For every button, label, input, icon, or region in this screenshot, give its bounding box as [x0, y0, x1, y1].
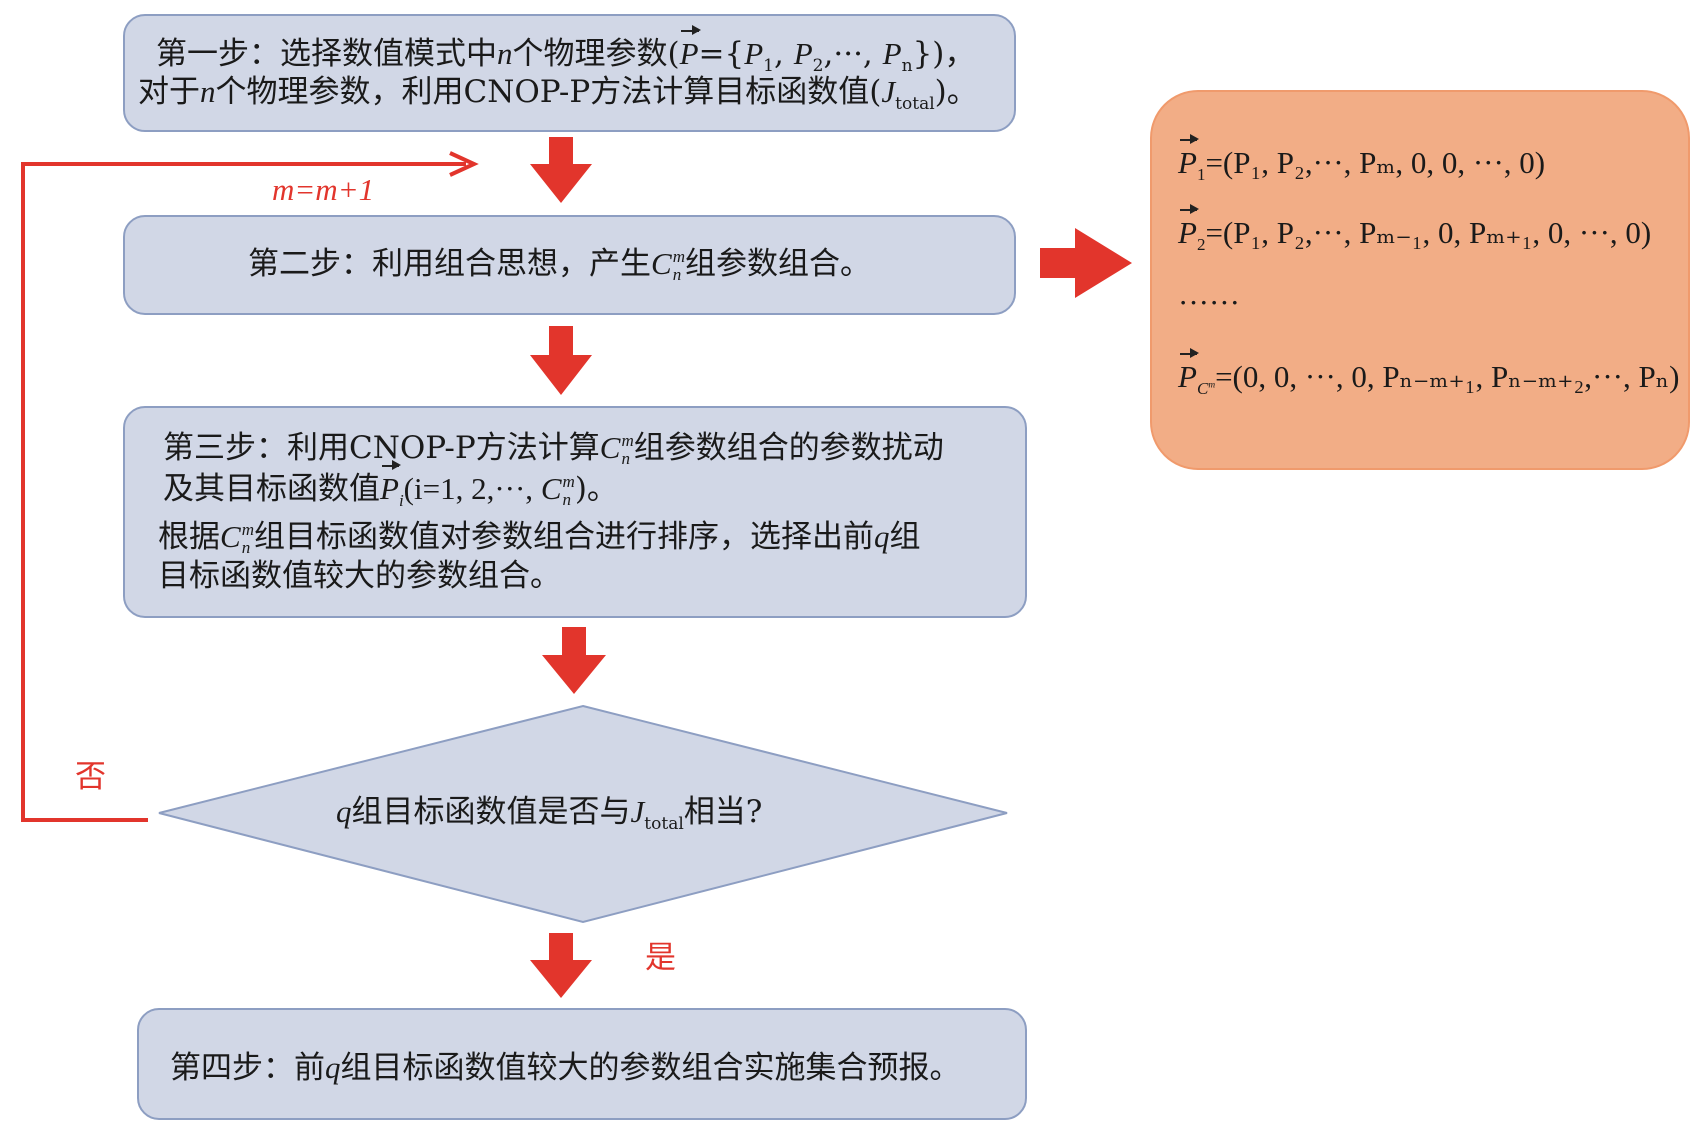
- no-label: 否: [75, 759, 106, 795]
- decision-diamond: [158, 704, 1008, 924]
- arrow-right: [1040, 228, 1132, 298]
- arrow-down-3: [542, 627, 606, 694]
- yes-label: 是: [645, 940, 676, 976]
- step1-box: [123, 14, 1016, 132]
- decision-text: q组目标函数值是否与Jtotal相当?: [336, 794, 763, 835]
- loop-arrowhead: [449, 151, 479, 177]
- combo-row-2: P2=(P₁, P₂,···, Pₘ₋₁, 0, Pₘ₊₁, 0, ···, 0…: [1178, 204, 1652, 255]
- vector-p: P: [680, 25, 701, 74]
- step4-text: 第四步：前q组目标函数值较大的参数组合实施集合预报。: [170, 1050, 961, 1086]
- step3-line4: 目标函数值较大的参数组合。: [158, 558, 561, 594]
- arrow-down-2: [530, 326, 592, 395]
- step2-box: [123, 215, 1016, 315]
- combo-ellipsis: ······: [1178, 285, 1240, 320]
- loop-back-line: [21, 162, 466, 822]
- combo-row-4: PCm=(0, 0, ···, 0, Pₙ₋ₘ₊₁, Pₙ₋ₘ₊₂,···, P…: [1178, 348, 1680, 399]
- step3-box: [123, 406, 1027, 618]
- combo-row-1: P1=(P₁, P₂,···, Pₘ, 0, 0, ···, 0): [1178, 134, 1546, 185]
- step4-box: [137, 1008, 1027, 1120]
- loop-label: m=m+1: [272, 172, 375, 207]
- step1-line1: 第一步：选择数值模式中n个物理参数(P={P1, P2,···, Pn})，: [156, 25, 976, 77]
- step1-line2: 对于n个物理参数，利用CNOP-P方法计算目标函数值(Jtotal)。: [138, 74, 978, 115]
- arrow-down-1: [530, 137, 592, 203]
- combinations-panel: [1150, 90, 1690, 470]
- arrow-down-4: [530, 933, 592, 998]
